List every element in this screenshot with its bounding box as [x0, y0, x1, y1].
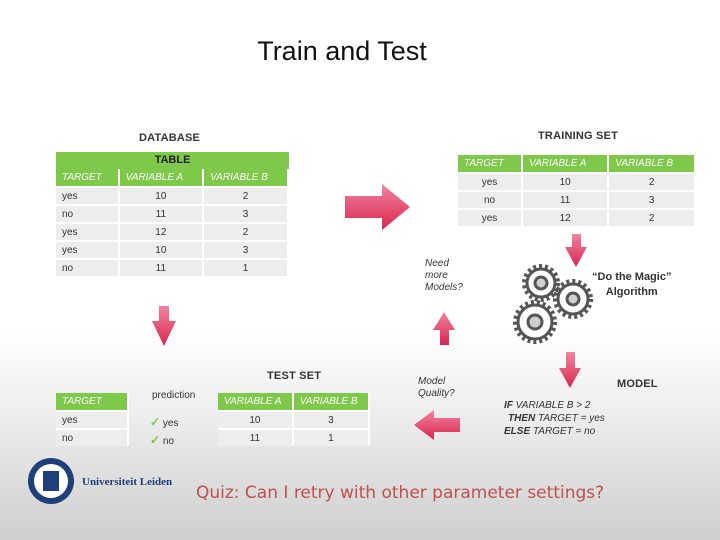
rule-else-value: TARGET = no: [532, 426, 596, 437]
cell: 1: [204, 258, 289, 276]
cell: 12: [119, 222, 205, 240]
cell: 10: [119, 186, 205, 204]
need-more-models-text: Need more Models?: [425, 258, 463, 294]
cell: yes: [458, 172, 523, 190]
arrow-up-icon: [433, 312, 455, 345]
quality-line-2: Quality?: [418, 388, 455, 399]
train-header-target: TARGET: [458, 155, 523, 172]
cell: yes: [56, 240, 120, 258]
cell: no: [56, 204, 120, 222]
model-rule: IF VARIABLE B > 2 THEN TARGET = yes ELSE…: [504, 399, 605, 438]
model-quality-text: Model Quality?: [418, 376, 455, 400]
database-label: DATABASE: [139, 132, 201, 144]
university-seal-icon: [28, 458, 74, 504]
test-target-grid: TARGET yes no: [56, 393, 129, 446]
training-set-label: TRAINING SET: [538, 130, 619, 142]
prediction-label: prediction: [152, 390, 196, 401]
need-line-3: Models?: [425, 282, 463, 293]
db-header-var-a: VARIABLE A: [119, 169, 205, 186]
check-icon: ✓: [150, 433, 161, 447]
cell: yes: [56, 410, 129, 428]
need-line-2: more: [425, 270, 448, 281]
cell: 2: [609, 208, 696, 226]
test-header-var-a: VARIABLE A: [218, 393, 294, 410]
cell: 12: [523, 208, 610, 226]
cell: 3: [204, 204, 289, 222]
cell: 11: [523, 190, 610, 208]
algorithm-line-2: Algorithm: [605, 286, 658, 298]
cell: 10: [218, 410, 294, 428]
rule-if: IF: [504, 400, 513, 411]
table-row: yes: [56, 410, 129, 428]
train-header-var-a: VARIABLE A: [523, 155, 610, 172]
cell: no: [56, 428, 129, 446]
rule-then-value: TARGET = yes: [538, 413, 605, 424]
rule-condition: VARIABLE B > 2: [515, 400, 591, 411]
model-label: MODEL: [617, 378, 658, 390]
algorithm-label: “Do the Magic” Algorithm: [592, 270, 671, 300]
db-header-var-b: VARIABLE B: [204, 169, 289, 186]
train-header-var-b: VARIABLE B: [609, 155, 696, 172]
arrow-training-down-icon: [565, 234, 587, 267]
prediction-value: no: [162, 436, 174, 447]
test-header-var-b: VARIABLE B: [293, 393, 370, 410]
check-icon: ✓: [150, 415, 161, 429]
database-table-caption: TABLE: [56, 152, 289, 169]
cell: 3: [204, 240, 289, 258]
cell: yes: [458, 208, 523, 226]
cell: no: [56, 258, 120, 276]
slide-title: Train and Test: [257, 36, 427, 66]
cell: 1: [293, 428, 370, 446]
logo-text: Universiteit Leiden: [82, 476, 173, 488]
gear-teeth-icon: [513, 264, 593, 344]
algorithm-line-1: “Do the Magic”: [592, 271, 672, 283]
cell: yes: [56, 222, 120, 240]
prediction-column: ✓ yes ✓ no: [150, 414, 178, 450]
prediction-value: yes: [162, 418, 179, 429]
cell: 11: [119, 204, 205, 222]
cell: 11: [119, 258, 205, 276]
cell: 2: [204, 222, 289, 240]
cell: 2: [204, 186, 289, 204]
cell: 3: [609, 190, 696, 208]
gear-icon: [516, 267, 590, 341]
need-line-1: Need: [425, 258, 449, 269]
cell: 11: [218, 428, 294, 446]
db-header-target: TARGET: [56, 169, 120, 186]
cell: no: [458, 190, 523, 208]
cell: 10: [523, 172, 610, 190]
quiz-text: Quiz: Can I retry with other parameter s…: [196, 483, 605, 503]
test-set-label: TEST SET: [267, 370, 322, 382]
test-header-target: TARGET: [56, 393, 129, 410]
arrow-db-down-icon: [152, 306, 176, 346]
university-logo: [26, 456, 76, 511]
arrow-algorithm-down-icon: [559, 352, 581, 388]
cell: 2: [609, 172, 696, 190]
cell: 10: [119, 240, 205, 258]
quality-line-1: Model: [418, 376, 446, 387]
table-row: no: [56, 428, 129, 446]
rule-else: ELSE: [504, 426, 531, 437]
cell: 3: [293, 410, 370, 428]
arrow-db-to-training-icon: [345, 184, 410, 230]
cell: yes: [56, 186, 120, 204]
arrow-model-to-test-icon: [414, 410, 460, 440]
rule-then: THEN: [508, 413, 536, 424]
